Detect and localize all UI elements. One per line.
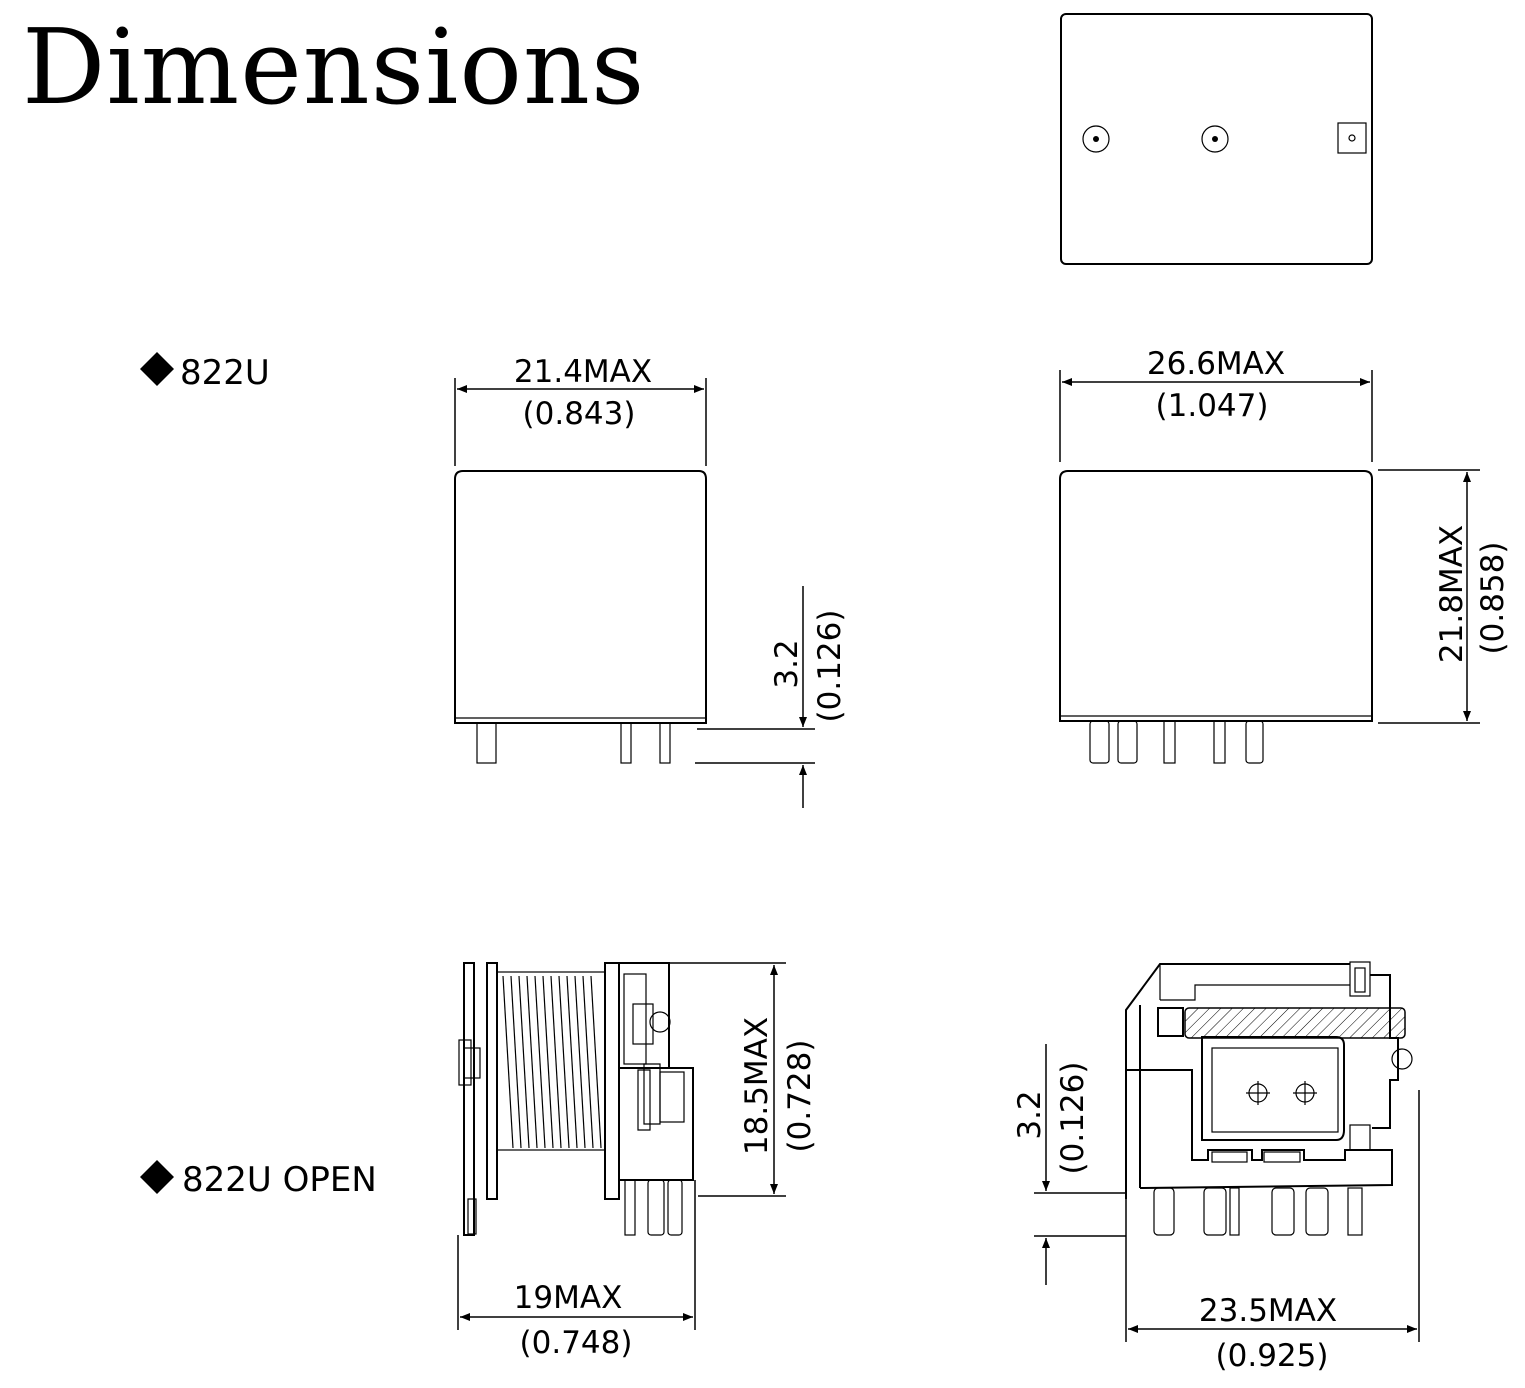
closed-side-view: 26.6MAX (1.047) 21.8MAX (0.858): [1059, 346, 1511, 764]
closed-front-width-inch: (0.843): [523, 396, 636, 432]
closed-front-view: 21.4MAX (0.843) 3.2 (0.126): [454, 354, 848, 808]
open-side-width-mm: 23.5MAX: [1199, 1293, 1337, 1329]
open-side-width-inch: (0.925): [1216, 1338, 1329, 1374]
closed-pin-length-inch: (0.126): [812, 610, 848, 723]
open-height-inch: (0.728): [782, 1040, 818, 1153]
top-view: [1060, 13, 1373, 265]
model-label-822u-open-text: 822U OPEN: [182, 1160, 377, 1200]
diamond-icon: [140, 1160, 174, 1194]
open-pin-length-inch: (0.126): [1055, 1062, 1091, 1175]
closed-side-width-mm: 26.6MAX: [1147, 346, 1285, 382]
coil-windings: [502, 975, 602, 1149]
closed-side-width-inch: (1.047): [1156, 388, 1269, 424]
closed-height-mm: 21.8MAX: [1434, 525, 1470, 663]
closed-front-width-mm: 21.4MAX: [514, 354, 652, 390]
open-height-mm: 18.5MAX: [739, 1017, 775, 1155]
open-front-width-inch: (0.748): [520, 1325, 633, 1361]
model-label-822u-open: 822U OPEN: [140, 1160, 377, 1200]
model-label-822u: 822U: [140, 352, 270, 393]
closed-height-inch: (0.858): [1475, 542, 1511, 655]
closed-pin-length-mm: 3.2: [769, 639, 805, 688]
diamond-icon: [140, 352, 174, 386]
model-label-822u-text: 822U: [180, 353, 270, 393]
open-front-view: 18.5MAX (0.728) 19MAX (0.748): [457, 962, 818, 1361]
open-front-width-mm: 19MAX: [514, 1280, 623, 1316]
page-title: Dimensions: [22, 6, 646, 128]
open-side-view: 3.2 (0.126) 23.5MAX (0.925): [1012, 961, 1420, 1374]
open-pin-length-mm: 3.2: [1012, 1090, 1048, 1139]
